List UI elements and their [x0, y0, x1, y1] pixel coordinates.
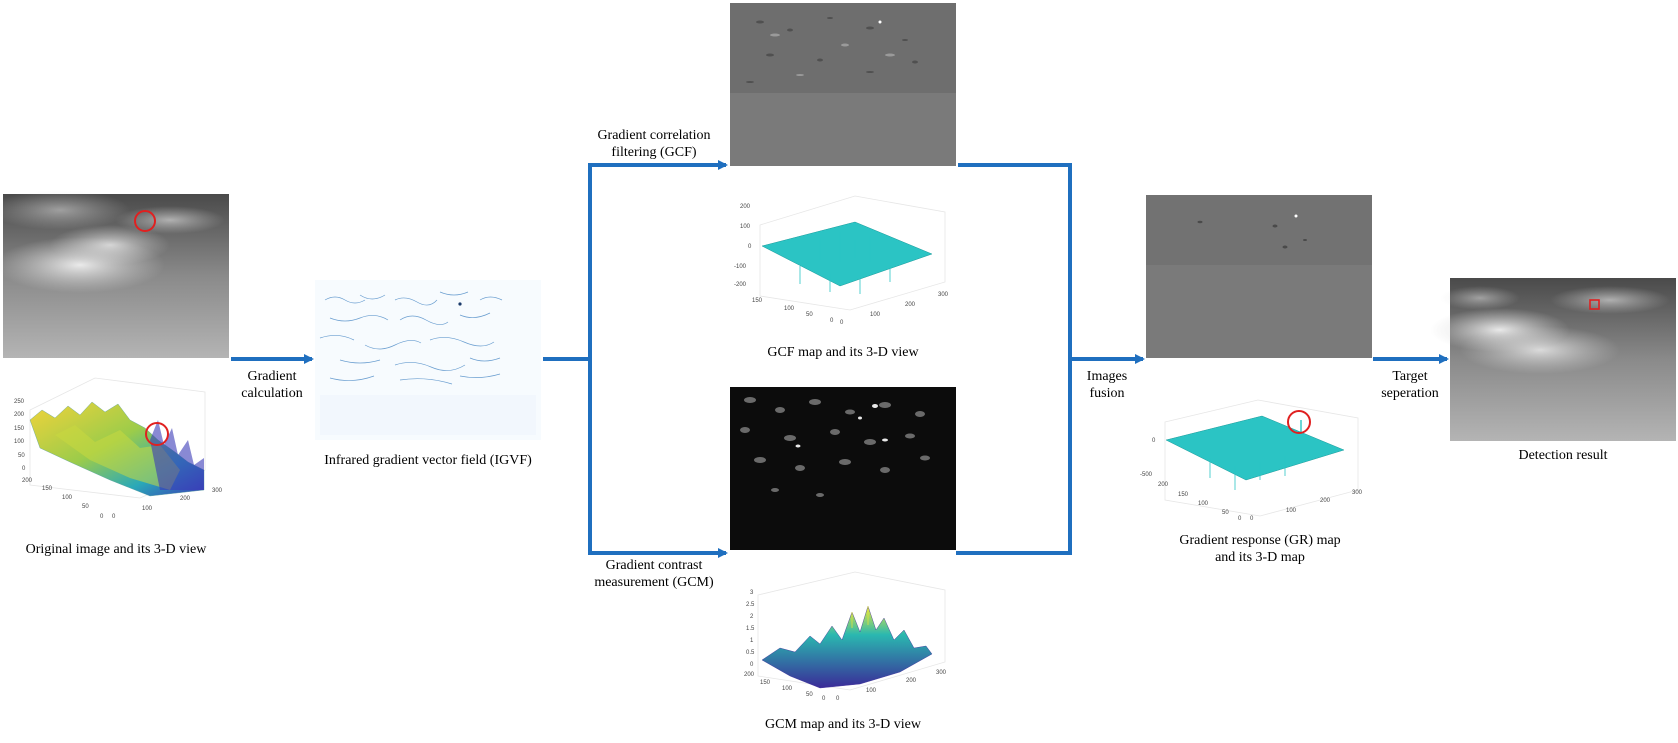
target-marker-circle-gr — [1287, 410, 1311, 434]
gcf-image — [730, 3, 956, 166]
z-tick: 200 — [740, 204, 751, 210]
x-tick: 300 — [1352, 490, 1363, 496]
z-tick: 2 — [750, 614, 754, 620]
y-tick: 0 — [1238, 516, 1242, 522]
x-tick: 100 — [870, 312, 881, 318]
y-tick: 150 — [1178, 492, 1189, 498]
gcm-image — [730, 387, 956, 550]
x-tick: 300 — [938, 292, 949, 298]
detection-box — [1589, 299, 1600, 310]
label-gradient-calculation: Gradient calculation — [241, 369, 303, 401]
igvf-image — [315, 280, 541, 440]
x-tick: 0 — [840, 320, 844, 326]
y-tick: 150 — [42, 486, 53, 492]
label-target-separation: Target seperation — [1381, 369, 1439, 401]
x-tick: 100 — [142, 506, 153, 512]
original-3d-plot: 250 200 150 100 50 0 200 150 100 50 0 0 … — [14, 377, 223, 520]
y-tick: 50 — [82, 504, 89, 510]
x-tick: 300 — [936, 670, 947, 676]
label-gcf: Gradient correlation filtering (GCF) — [597, 128, 711, 160]
y-tick: 50 — [806, 312, 813, 318]
z-tick: -200 — [734, 282, 747, 288]
z-tick: -500 — [1140, 472, 1153, 478]
target-marker-circle-3d — [145, 422, 169, 446]
target-marker-circle — [134, 210, 156, 232]
y-tick: 100 — [62, 495, 73, 501]
y-tick: 200 — [744, 672, 755, 678]
x-tick: 200 — [906, 678, 917, 684]
y-tick: 200 — [22, 478, 33, 484]
z-tick: 50 — [18, 453, 25, 459]
z-tick: 2.5 — [746, 602, 755, 608]
x-tick: 200 — [905, 302, 916, 308]
z-tick: -100 — [734, 264, 747, 270]
x-tick: 0 — [112, 514, 116, 520]
x-tick: 0 — [1250, 516, 1254, 522]
detection-image — [1430, 278, 1676, 441]
z-tick: 100 — [14, 439, 25, 445]
z-tick: 150 — [14, 426, 25, 432]
y-tick: 150 — [752, 298, 763, 304]
z-tick: 250 — [14, 399, 25, 405]
caption-detection: Detection result — [1518, 448, 1608, 463]
gcf-3d-plot: 200 100 0 -100 -200 150 100 50 0 0 100 2… — [734, 195, 949, 326]
y-tick: 100 — [784, 306, 795, 312]
caption-gr: Gradient response (GR) map and its 3-D m… — [1179, 533, 1341, 565]
y-tick: 100 — [782, 686, 793, 692]
y-tick: 0 — [100, 514, 104, 520]
x-tick: 0 — [836, 696, 840, 702]
z-tick: 0 — [1152, 438, 1156, 444]
z-tick: 1.5 — [746, 626, 755, 632]
x-tick: 200 — [180, 496, 191, 502]
y-tick: 150 — [760, 680, 771, 686]
y-tick: 50 — [1222, 510, 1229, 516]
y-tick: 100 — [1198, 501, 1209, 507]
z-tick: 0.5 — [746, 650, 755, 656]
x-tick: 200 — [1320, 498, 1331, 504]
flow-arrows — [231, 160, 1449, 558]
gcm-3d-plot: 3 2.5 2 1.5 1 0.5 0 200 150 100 50 0 0 1… — [744, 571, 947, 702]
z-tick: 3 — [750, 590, 754, 596]
caption-igvf: Infrared gradient vector field (IGVF) — [324, 453, 532, 468]
z-tick: 200 — [14, 412, 25, 418]
y-tick: 0 — [822, 696, 826, 702]
connector-fusion — [956, 163, 1072, 555]
z-tick: 100 — [740, 224, 751, 230]
z-tick: 0 — [750, 662, 754, 668]
caption-gcf: GCF map and its 3-D view — [767, 345, 919, 360]
caption-original: Original image and its 3-D view — [25, 542, 207, 557]
y-tick: 0 — [830, 318, 834, 324]
x-tick: 300 — [212, 488, 223, 494]
x-tick: 100 — [866, 688, 877, 694]
arrow-gcm — [588, 359, 728, 558]
z-tick: 0 — [22, 466, 26, 472]
x-tick: 100 — [1286, 508, 1297, 514]
y-tick: 50 — [806, 692, 813, 698]
z-tick: 1 — [750, 638, 754, 644]
gr-image — [1146, 195, 1372, 358]
gr-3d-plot: 0 -500 200 150 100 50 0 0 100 200 300 — [1140, 399, 1363, 522]
original-image — [0, 190, 229, 358]
y-tick: 200 — [1158, 482, 1169, 488]
arrow-gcf — [588, 160, 728, 359]
label-gcm: Gradient contrast measurement (GCM) — [594, 558, 714, 590]
z-tick: 0 — [748, 244, 752, 250]
caption-gcm: GCM map and its 3-D view — [765, 717, 921, 732]
label-images-fusion: Images fusion — [1086, 369, 1128, 401]
